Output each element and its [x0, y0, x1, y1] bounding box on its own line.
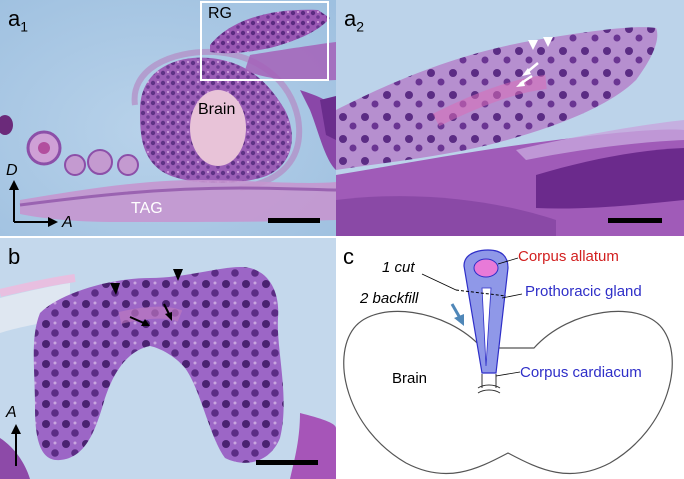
panel-label-a2: a2	[344, 6, 365, 35]
backfill-arrow	[450, 303, 464, 326]
micrograph-a1	[0, 0, 336, 236]
label-rg: RG	[208, 5, 232, 22]
inset-box	[200, 1, 329, 81]
arrows-b	[129, 303, 172, 326]
arrows-a2	[516, 62, 539, 87]
corpus-allatum-shape	[473, 258, 499, 278]
micrograph-a2	[336, 0, 684, 236]
axis-label-d: D	[6, 162, 18, 179]
schematic-c	[343, 249, 673, 475]
label-tag: TAG	[131, 200, 163, 217]
label-cut: 1 cut	[382, 259, 415, 276]
axis-label-a-a1: A	[62, 214, 73, 231]
label-backfill: 2 backfill	[360, 290, 419, 307]
panel-label-c: c	[343, 244, 354, 269]
scale-bar-a1	[268, 218, 320, 223]
arrowheads-a2	[528, 37, 553, 50]
panel-label-a1: a1	[8, 6, 29, 35]
panel-c: c 1 cut 2 backfill Corpus allatum Protho…	[336, 238, 684, 479]
axis-label-a-b: A	[6, 404, 17, 421]
label-corpus-cardiacum: Corpus cardiacum	[520, 364, 642, 381]
label-prothoracic-gland: Prothoracic gland	[525, 283, 642, 300]
panel-a2: a2	[336, 0, 684, 236]
panel-label-b: b	[8, 244, 21, 269]
label-brain-c: Brain	[392, 370, 428, 387]
orientation-arrows	[9, 180, 58, 227]
panel-b: b A	[0, 238, 336, 479]
arrowheads-b	[110, 269, 183, 295]
scale-bar-a2	[608, 218, 662, 223]
orientation-arrow-b	[11, 424, 21, 466]
micrograph-b	[0, 238, 336, 479]
scale-bar-b	[256, 460, 318, 465]
panel-a1: a1 RG Brain TAG D A	[0, 0, 336, 236]
label-corpus-allatum: Corpus allatum	[518, 248, 619, 265]
label-brain-a1: Brain	[198, 101, 236, 118]
brain-outline	[343, 310, 673, 475]
